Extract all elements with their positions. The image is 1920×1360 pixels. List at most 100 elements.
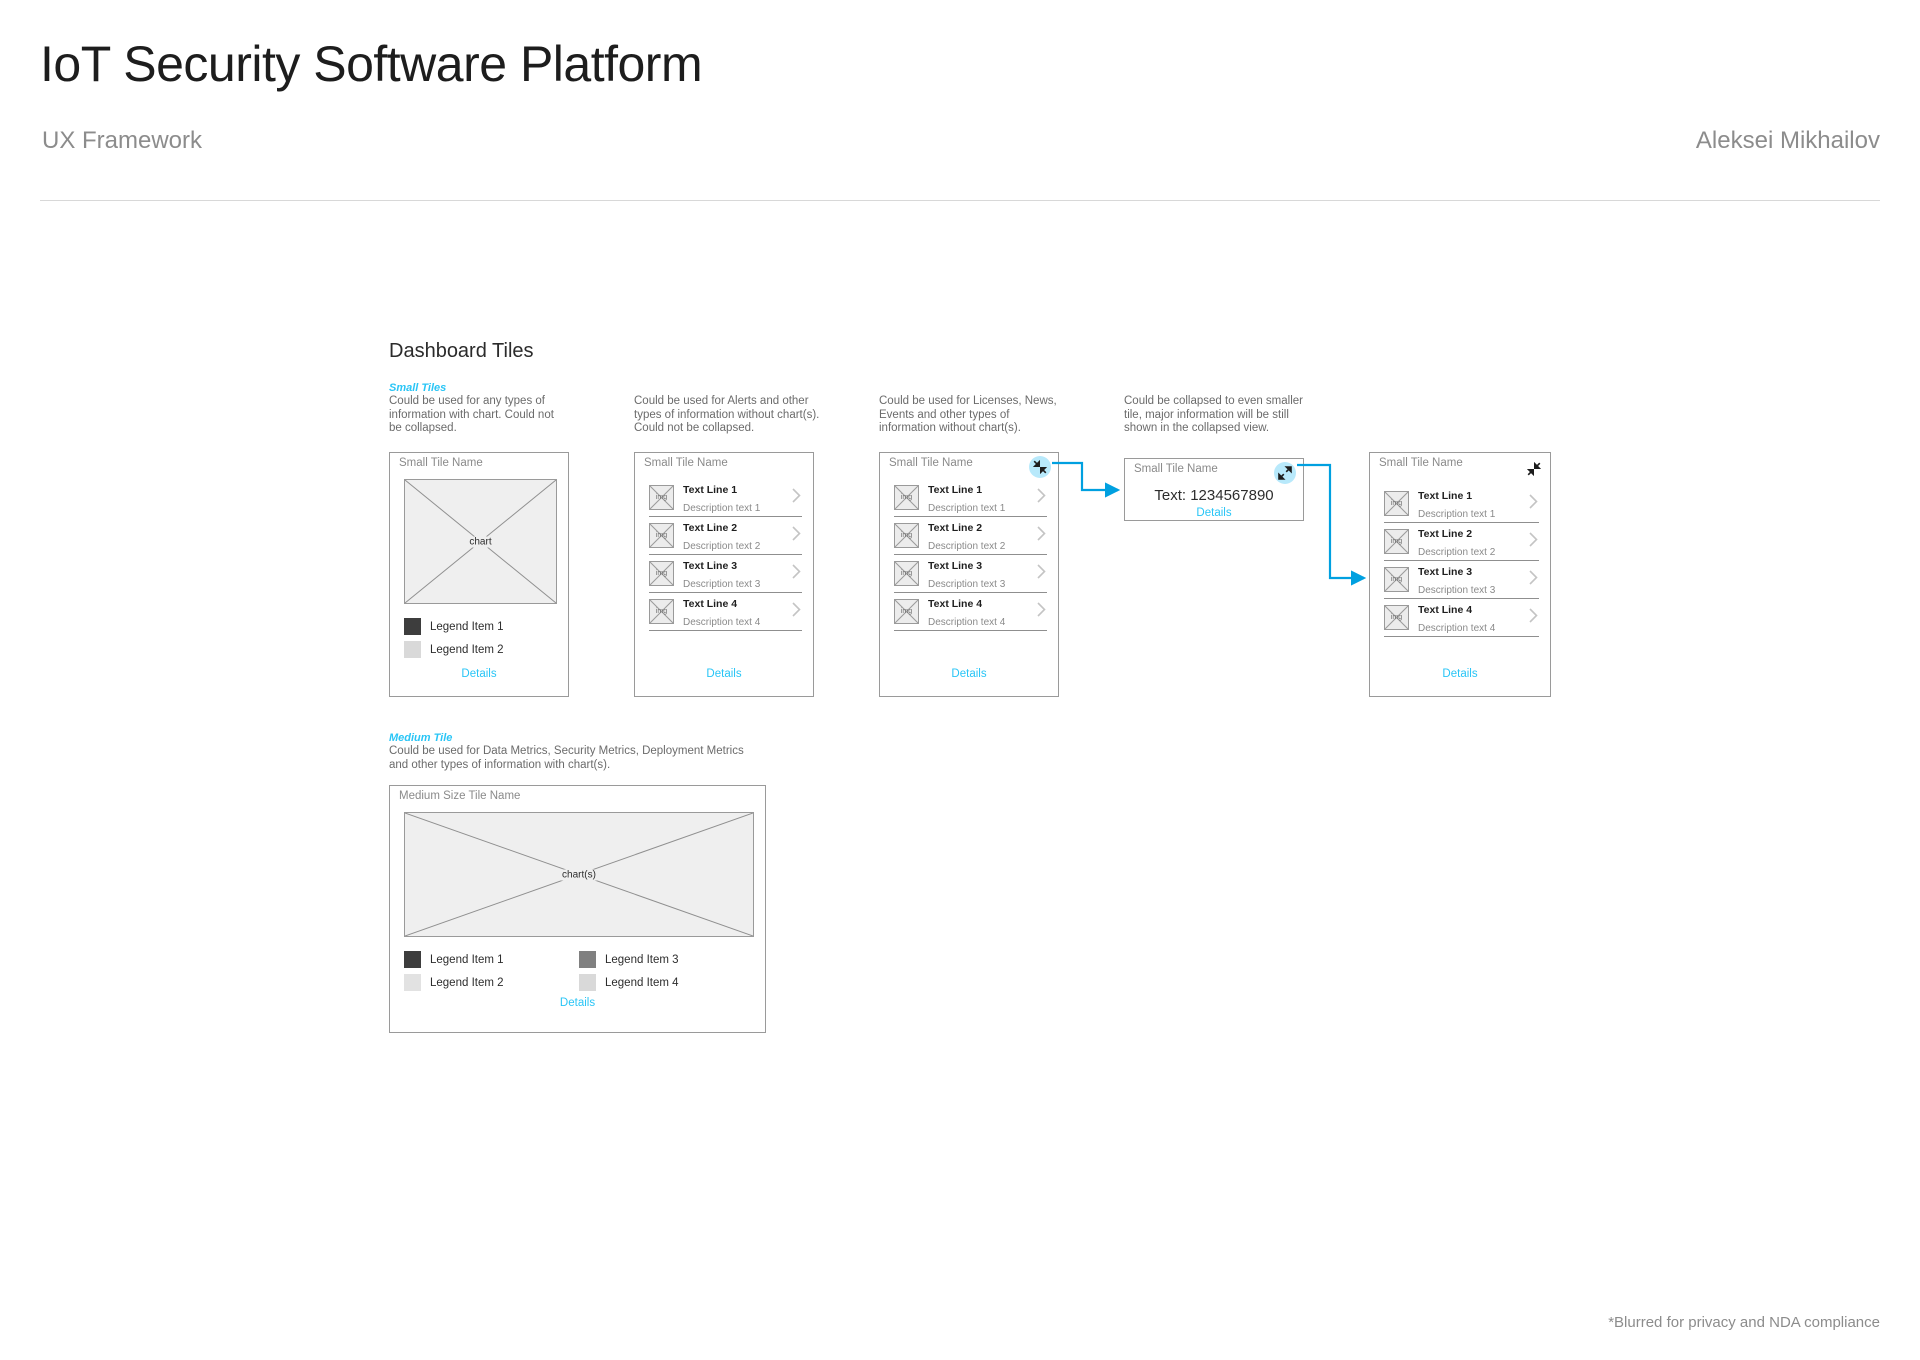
page-header: IoT Security Software Platform UX Framew…: [0, 0, 1920, 201]
chart-placeholder-label: chart(s): [559, 869, 599, 880]
list-item[interactable]: img Text Line 1 Description text 1: [894, 479, 1047, 517]
expand-icon[interactable]: [1274, 462, 1296, 484]
list-item-title: Text Line 2: [928, 521, 983, 534]
legend-label: Legend Item 3: [605, 953, 679, 966]
tile-small-list[interactable]: Small Tile Name img Text Line 1 Descript…: [634, 452, 814, 697]
list-item-text: Text Line 4 Description text 4: [928, 594, 1033, 630]
legend-swatch: [404, 951, 421, 968]
tile-name: Small Tile Name: [889, 457, 973, 469]
tile-small-list-collapsible[interactable]: Small Tile Name img: [879, 452, 1059, 697]
legend-item: Legend Item 2: [404, 641, 504, 658]
chevron-right-icon[interactable]: [1037, 525, 1047, 546]
chart-placeholder: chart(s): [404, 812, 754, 937]
header-divider: [40, 200, 1880, 201]
img-thumbnail-icon: img: [894, 561, 919, 586]
tile-header: Small Tile Name: [880, 453, 1058, 478]
legend-label: Legend Item 4: [605, 976, 679, 989]
list-item[interactable]: img Text Line 4 Description text 4: [1384, 599, 1539, 637]
list-item[interactable]: img Text Line 2 Description text 2: [649, 517, 802, 555]
collapse-icon[interactable]: [1523, 458, 1545, 480]
small-tile-description-2: Could be used for Alerts and other types…: [634, 395, 820, 434]
chevron-right-icon[interactable]: [1529, 531, 1539, 552]
list-item-text: Text Line 3 Description text 3: [683, 556, 788, 592]
list-item-desc: Description text 3: [1418, 584, 1496, 596]
list-item[interactable]: img Text Line 3 Description text 3: [1384, 561, 1539, 599]
chevron-right-icon[interactable]: [792, 601, 802, 622]
list-item-text: Text Line 4 Description text 4: [1418, 600, 1525, 636]
list-item[interactable]: img Text Line 4 Description text 4: [649, 593, 802, 631]
list-item-text: Text Line 4 Description text 4: [683, 594, 788, 630]
tile-name: Small Tile Name: [399, 457, 483, 469]
list-item[interactable]: img Text Line 3 Description text 3: [894, 555, 1047, 593]
legend-swatch: [404, 641, 421, 658]
list-item[interactable]: img Text Line 3 Description text 3: [649, 555, 802, 593]
list-item-title: Text Line 4: [1418, 603, 1473, 616]
img-thumbnail-icon: img: [1384, 567, 1409, 592]
list-item-title: Text Line 2: [683, 521, 738, 534]
author-name: Aleksei Mikhailov: [1695, 127, 1880, 154]
list-item-text: Text Line 2 Description text 2: [683, 518, 788, 554]
chevron-right-icon[interactable]: [792, 563, 802, 584]
list-item[interactable]: img Text Line 4 Description text 4: [894, 593, 1047, 631]
tile-name: Small Tile Name: [1379, 457, 1463, 469]
legend-item: Legend Item 3: [579, 951, 754, 968]
legend-item: Legend Item 1: [404, 951, 579, 968]
thumb-label: img: [1390, 537, 1403, 545]
tile-name: Medium Size Tile Name: [399, 790, 521, 802]
thumb-label: img: [900, 569, 913, 577]
legend-item: Legend Item 1: [404, 618, 504, 635]
details-link[interactable]: Details: [559, 997, 596, 1009]
list-item-text: Text Line 1 Description text 1: [1418, 486, 1525, 522]
chevron-right-icon[interactable]: [792, 487, 802, 508]
chevron-right-icon[interactable]: [1529, 607, 1539, 628]
details-link[interactable]: Details: [706, 668, 742, 680]
details-link[interactable]: Details: [1196, 507, 1232, 519]
tile-small-list-expanded[interactable]: Small Tile Name img: [1369, 452, 1551, 697]
list-item-title: Text Line 1: [683, 483, 738, 496]
list-item-text: Text Line 1 Description text 1: [683, 480, 788, 516]
list-item[interactable]: img Text Line 2 Description text 2: [894, 517, 1047, 555]
list-item[interactable]: img Text Line 1 Description text 1: [1384, 485, 1539, 523]
details-link[interactable]: Details: [951, 668, 987, 680]
footer-note: *Blurred for privacy and NDA compliance: [1608, 1314, 1880, 1331]
collapse-icon[interactable]: [1029, 456, 1051, 478]
img-thumbnail-icon: img: [894, 485, 919, 510]
list-item-title: Text Line 2: [1418, 527, 1473, 540]
list-item[interactable]: img Text Line 1 Description text 1: [649, 479, 802, 517]
thumb-label: img: [900, 607, 913, 615]
legend-swatch: [404, 618, 421, 635]
legend-label: Legend Item 2: [430, 976, 504, 989]
chart-placeholder: chart: [404, 479, 557, 604]
connector-expand: [1297, 463, 1367, 586]
img-thumbnail-icon: img: [1384, 491, 1409, 516]
list-item-desc: Description text 1: [683, 502, 761, 514]
chart-placeholder-label: chart: [466, 536, 495, 547]
group-label-small-tiles: Small Tiles: [389, 382, 447, 394]
tile-small-chart[interactable]: Small Tile Name chart Legend Item 1 Lege…: [389, 452, 569, 697]
tile-medium-chart[interactable]: Medium Size Tile Name chart(s) Legend It…: [389, 785, 766, 1033]
details-link[interactable]: Details: [461, 668, 497, 680]
thumb-label: img: [900, 493, 913, 501]
chevron-right-icon[interactable]: [792, 525, 802, 546]
list-item-text: Text Line 1 Description text 1: [928, 480, 1033, 516]
tile-name: Small Tile Name: [1134, 463, 1218, 475]
chevron-right-icon[interactable]: [1037, 563, 1047, 584]
small-tile-description-4: Could be collapsed to even smaller tile,…: [1124, 395, 1303, 434]
list-item-text: Text Line 2 Description text 2: [928, 518, 1033, 554]
chevron-right-icon[interactable]: [1037, 487, 1047, 508]
list-item-desc: Description text 2: [683, 540, 761, 552]
chevron-right-icon[interactable]: [1529, 569, 1539, 590]
group-label-medium-tile: Medium Tile: [389, 732, 453, 744]
list-item[interactable]: img Text Line 2 Description text 2: [1384, 523, 1539, 561]
legend-swatch: [404, 974, 421, 991]
list-item-title: Text Line 3: [928, 559, 983, 572]
small-tile-description-3: Could be used for Licenses, News, Events…: [879, 395, 1057, 434]
connector-collapse: [1052, 461, 1121, 498]
thumb-label: img: [1390, 575, 1403, 583]
details-link[interactable]: Details: [1442, 668, 1478, 680]
chevron-right-icon[interactable]: [1037, 601, 1047, 622]
list-item-desc: Description text 4: [683, 616, 761, 628]
list-item-title: Text Line 1: [1418, 489, 1473, 502]
tile-small-collapsed[interactable]: Small Tile Name Text: 1234567890 Details: [1124, 458, 1304, 521]
chevron-right-icon[interactable]: [1529, 493, 1539, 514]
